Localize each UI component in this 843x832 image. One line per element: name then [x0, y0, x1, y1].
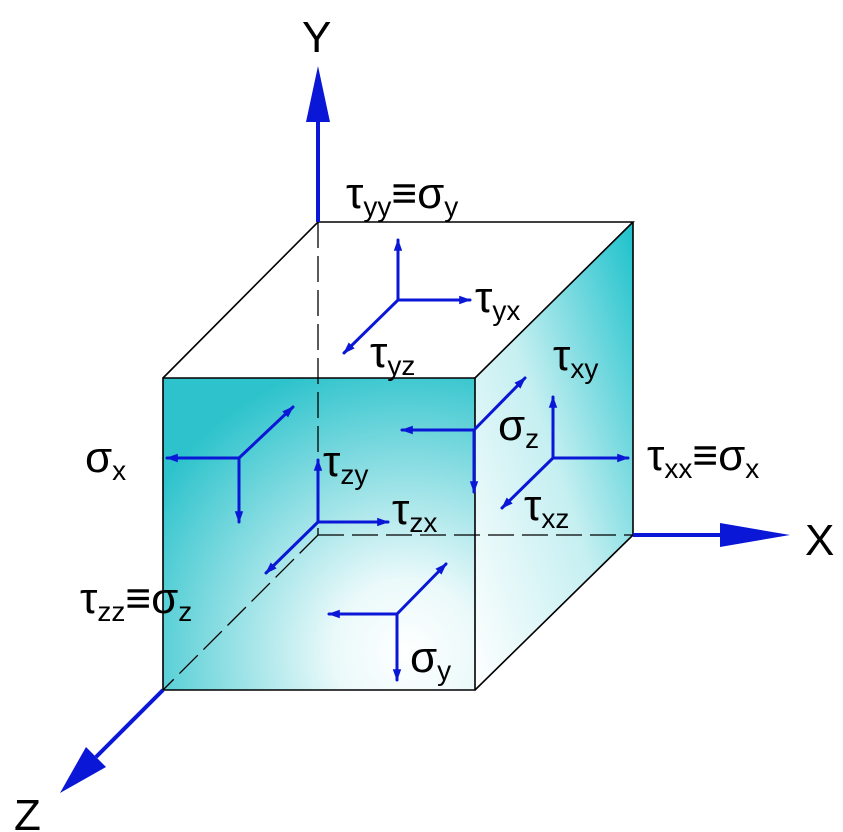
- label-tau-xx-sigma-x: τxx≡σx: [647, 431, 759, 484]
- axes: [60, 66, 790, 793]
- label-tau-xy: τxy: [553, 331, 598, 384]
- front-arrow-diag: [237, 405, 295, 460]
- label-sigma-y: σy: [410, 633, 451, 686]
- label-tau-yy-sigma-y: τyy≡σy: [346, 169, 458, 222]
- label-tau-xz: τxz: [524, 481, 569, 534]
- back-arrow-diag: [264, 520, 320, 575]
- label-sigma-x: σx: [85, 433, 126, 486]
- label-tau-zz-sigma-z: τzz≡σz: [80, 574, 192, 627]
- y-axis-arrowhead: [306, 66, 330, 122]
- mid-arrow-diag: [472, 376, 527, 432]
- label-tau-zy: τzy: [323, 437, 368, 490]
- z-axis: [94, 688, 165, 759]
- label-tau-yz: τyz: [370, 328, 415, 381]
- y-axis-label: Y: [302, 13, 331, 62]
- label-tau-zx: τzx: [392, 485, 437, 538]
- z-axis-arrowhead: [60, 747, 106, 793]
- x-axis-arrowhead: [720, 523, 790, 547]
- z-axis-label: Z: [14, 791, 41, 832]
- stress-arrows: [165, 238, 630, 682]
- bottom-arrow-diag: [395, 562, 448, 616]
- label-tau-yx: τyx: [475, 273, 520, 326]
- label-sigma-z-side: σz: [498, 401, 539, 454]
- x-axis-label: X: [805, 516, 834, 565]
- top-arrow-diag: [342, 298, 400, 355]
- right-arrow-diag: [500, 456, 555, 510]
